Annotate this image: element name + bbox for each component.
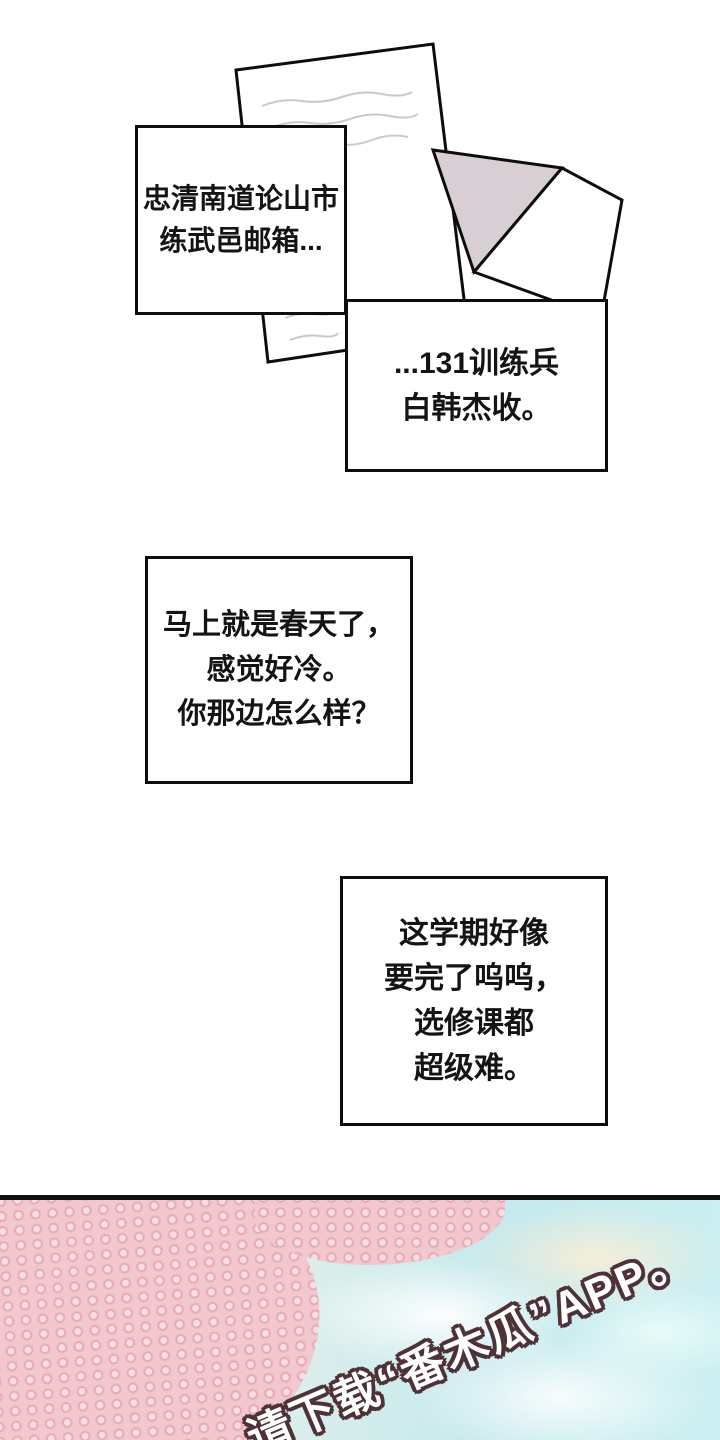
narration-line: 超级难。 xyxy=(414,1052,534,1085)
narration-line: 这学期好像 xyxy=(399,917,549,950)
narration-line: 白韩杰收。 xyxy=(401,391,552,425)
narration-line: 练武邑邮箱... xyxy=(159,225,323,256)
narration-line: 你那边怎么样？ xyxy=(177,698,381,731)
cloud-icon xyxy=(560,1285,720,1380)
narration-box-4: 这学期好像 要完了呜呜， 选修课都 超级难。 xyxy=(340,876,608,1126)
narration-line: 马上就是春天了， xyxy=(162,608,395,641)
narration-line: 要完了呜呜， xyxy=(384,962,564,995)
narration-line: ...131训练兵 xyxy=(393,346,560,380)
narration-box-2: ...131训练兵 白韩杰收。 xyxy=(345,299,608,472)
narration-line: 忠清南道论山市 xyxy=(142,183,339,214)
narration-line: 感觉好冷。 xyxy=(206,653,352,686)
narration-box-3: 马上就是春天了， 感觉好冷。 你那边怎么样？ xyxy=(145,556,413,784)
narration-line: 选修课都 xyxy=(414,1007,534,1040)
scene-image: 请下载“番木瓜”APP。 xyxy=(0,1195,720,1440)
narration-box-1: 忠清南道论山市 练武邑邮箱... xyxy=(135,125,347,315)
